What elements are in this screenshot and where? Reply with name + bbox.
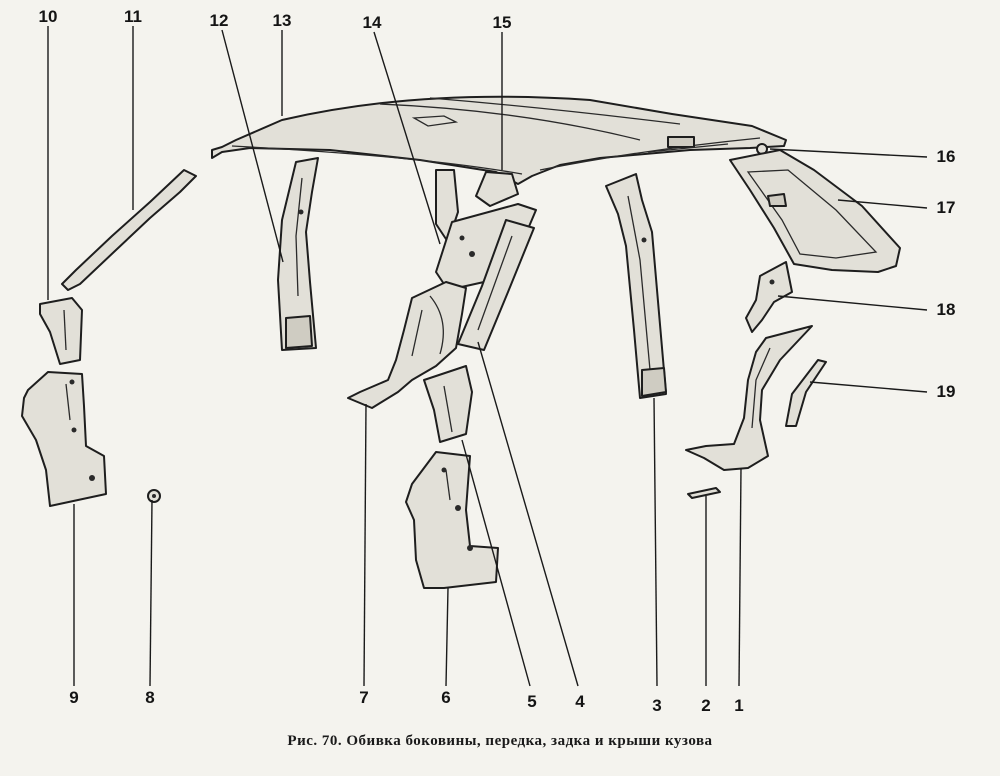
callout-10: 10 bbox=[39, 7, 58, 26]
callout-11: 11 bbox=[124, 7, 142, 26]
part-5-lower-cover bbox=[423, 365, 473, 443]
callout-17: 17 bbox=[937, 198, 956, 217]
callout-3: 3 bbox=[652, 696, 661, 715]
part-4-pillar-strip bbox=[457, 219, 535, 351]
part-10-corner-cover bbox=[39, 297, 83, 365]
callout-12: 12 bbox=[210, 11, 229, 30]
part-18-lower-quarter bbox=[745, 261, 793, 333]
part-3-pillar-trim bbox=[605, 173, 667, 399]
part-7-front-panel bbox=[347, 281, 467, 409]
part-12-pillar-trim bbox=[277, 157, 319, 351]
callout-2: 2 bbox=[701, 696, 710, 715]
callout-18: 18 bbox=[937, 300, 956, 319]
part-1-wheel-arch bbox=[685, 325, 813, 471]
callout-1: 1 bbox=[734, 696, 743, 715]
part-9-side-panel bbox=[21, 371, 107, 507]
callout-5: 5 bbox=[527, 692, 536, 711]
part-11-pillar-strip bbox=[61, 169, 197, 291]
callout-13: 13 bbox=[273, 11, 292, 30]
part-19-arch-seal bbox=[785, 359, 827, 427]
callout-19: 19 bbox=[937, 382, 956, 401]
callout-14: 14 bbox=[363, 13, 382, 32]
callout-16: 16 bbox=[937, 147, 956, 166]
part-17-quarter-trim bbox=[729, 149, 901, 273]
callout-4: 4 bbox=[575, 692, 585, 711]
callout-7: 7 bbox=[359, 688, 368, 707]
callout-15: 15 bbox=[493, 13, 512, 32]
part-8-screw bbox=[147, 489, 161, 503]
callout-9: 9 bbox=[69, 688, 78, 707]
callout-6: 6 bbox=[441, 688, 450, 707]
part-6-kick-panel bbox=[405, 451, 499, 589]
part-2-strip bbox=[687, 487, 721, 499]
figure-caption: Рис. 70. Обивка боковины, передка, задка… bbox=[287, 733, 713, 749]
callout-8: 8 bbox=[145, 688, 154, 707]
callout-labels: 10 11 12 13 14 15 16 17 18 19 9 8 7 6 5 … bbox=[39, 7, 956, 715]
leader-lines bbox=[47, 26, 928, 687]
